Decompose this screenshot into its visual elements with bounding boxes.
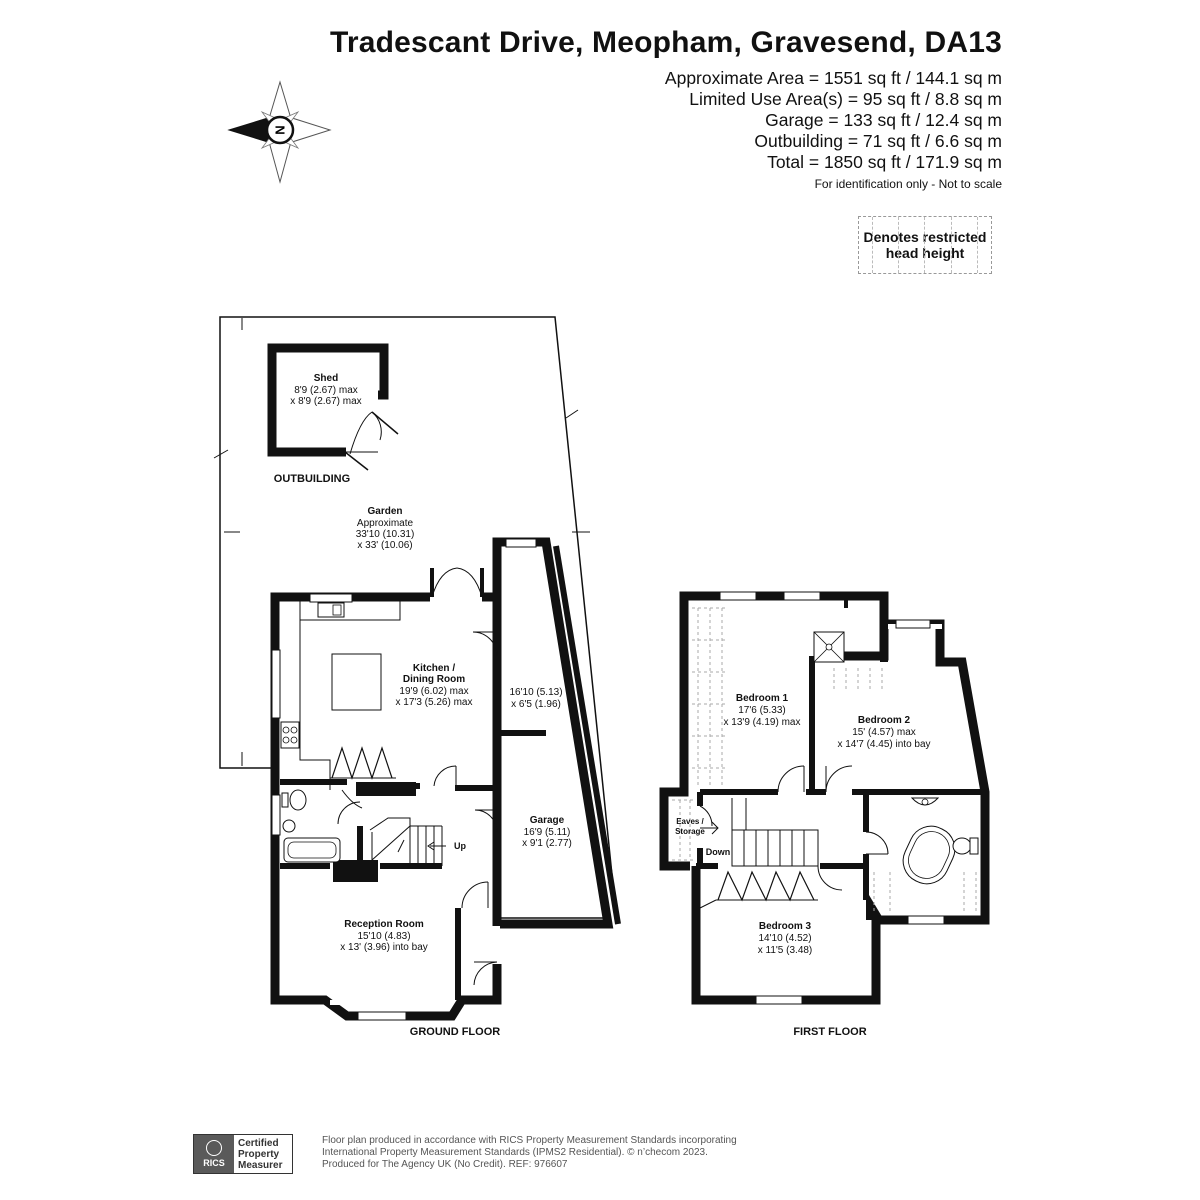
bedroom3-dim: x 11'5 (3.48)	[758, 945, 813, 956]
bedroom1-name: Bedroom 1	[736, 693, 789, 704]
footer-line: Produced for The Agency UK (No Credit). …	[322, 1159, 568, 1170]
stairs-up-label: Up	[454, 841, 466, 851]
compass-icon: N	[227, 80, 332, 184]
compass-north-label: N	[273, 125, 288, 134]
garden-dim: x 33' (10.06)	[357, 540, 412, 551]
footer-line: International Property Measurement Stand…	[322, 1147, 708, 1158]
store-dim: x 6'5 (1.96)	[511, 699, 561, 710]
reception-name: Reception Room	[344, 919, 424, 930]
bedroom2-dim: 15' (4.57) max	[852, 727, 916, 738]
scale-note: For identification only - Not to scale	[814, 177, 1002, 191]
bedroom1-dim: x 13'9 (4.19) max	[724, 717, 801, 728]
bedroom3-name: Bedroom 3	[759, 921, 812, 932]
rics-logo-text: Certified Property Measurer	[238, 1138, 283, 1171]
shed-name: Shed	[314, 373, 338, 384]
property-title: Tradescant Drive, Meopham, Gravesend, DA…	[330, 26, 1002, 59]
eaves-label: Storage	[675, 827, 705, 836]
rics-badge-icon: RICS	[194, 1135, 234, 1173]
reception-dim: 15'10 (4.83)	[357, 931, 410, 942]
area-line: Approximate Area = 1551 sq ft / 144.1 sq…	[664, 68, 1002, 88]
garage-name: Garage	[530, 815, 565, 826]
area-line: Garage = 133 sq ft / 12.4 sq m	[765, 110, 1002, 130]
restricted-height-legend: Denotes restricted head height	[858, 216, 992, 274]
bedroom2-name: Bedroom 2	[858, 715, 911, 726]
bedroom3-dim: 14'10 (4.52)	[758, 933, 811, 944]
first-floor-label: FIRST FLOOR	[793, 1026, 866, 1038]
area-summary: Approximate Area = 1551 sq ft / 144.1 sq…	[665, 68, 1002, 192]
area-line: Total = 1850 sq ft / 171.9 sq m	[767, 152, 1002, 172]
garden-dim: 33'10 (10.31)	[356, 529, 415, 540]
shed-dim: 8'9 (2.67) max	[294, 385, 358, 396]
kitchen-dim: x 17'3 (5.26) max	[396, 697, 473, 708]
ground-floor-label: GROUND FLOOR	[410, 1026, 500, 1038]
bedroom1-dim: 17'6 (5.33)	[738, 705, 786, 716]
garage-dim: x 9'1 (2.77)	[522, 838, 572, 849]
shed-dim: x 8'9 (2.67) max	[290, 396, 361, 407]
rics-logo: RICS Certified Property Measurer	[193, 1134, 293, 1174]
bedroom2-dim: x 14'7 (4.45) into bay	[837, 739, 930, 750]
area-line: Outbuilding = 71 sq ft / 6.6 sq m	[754, 131, 1002, 151]
kitchen-dim: 19'9 (6.02) max	[399, 686, 468, 697]
footer-line: Floor plan produced in accordance with R…	[322, 1135, 737, 1146]
footer-disclaimer: Floor plan produced in accordance with R…	[322, 1135, 737, 1171]
garden-dim: Approximate	[357, 518, 414, 529]
garage-dim: 16'9 (5.11)	[524, 827, 571, 838]
store-dim: 16'10 (5.13)	[509, 687, 562, 698]
kitchen-name: Kitchen /	[413, 663, 455, 674]
outbuilding-label: OUTBUILDING	[274, 473, 350, 485]
stairs-down-label: Down	[706, 847, 731, 857]
area-line: Limited Use Area(s) = 95 sq ft / 8.8 sq …	[689, 89, 1002, 109]
kitchen-name: Dining Room	[403, 674, 465, 685]
eaves-label: Eaves /	[676, 817, 704, 826]
garden-name: Garden	[367, 506, 402, 517]
reception-dim: x 13' (3.96) into bay	[340, 942, 428, 953]
